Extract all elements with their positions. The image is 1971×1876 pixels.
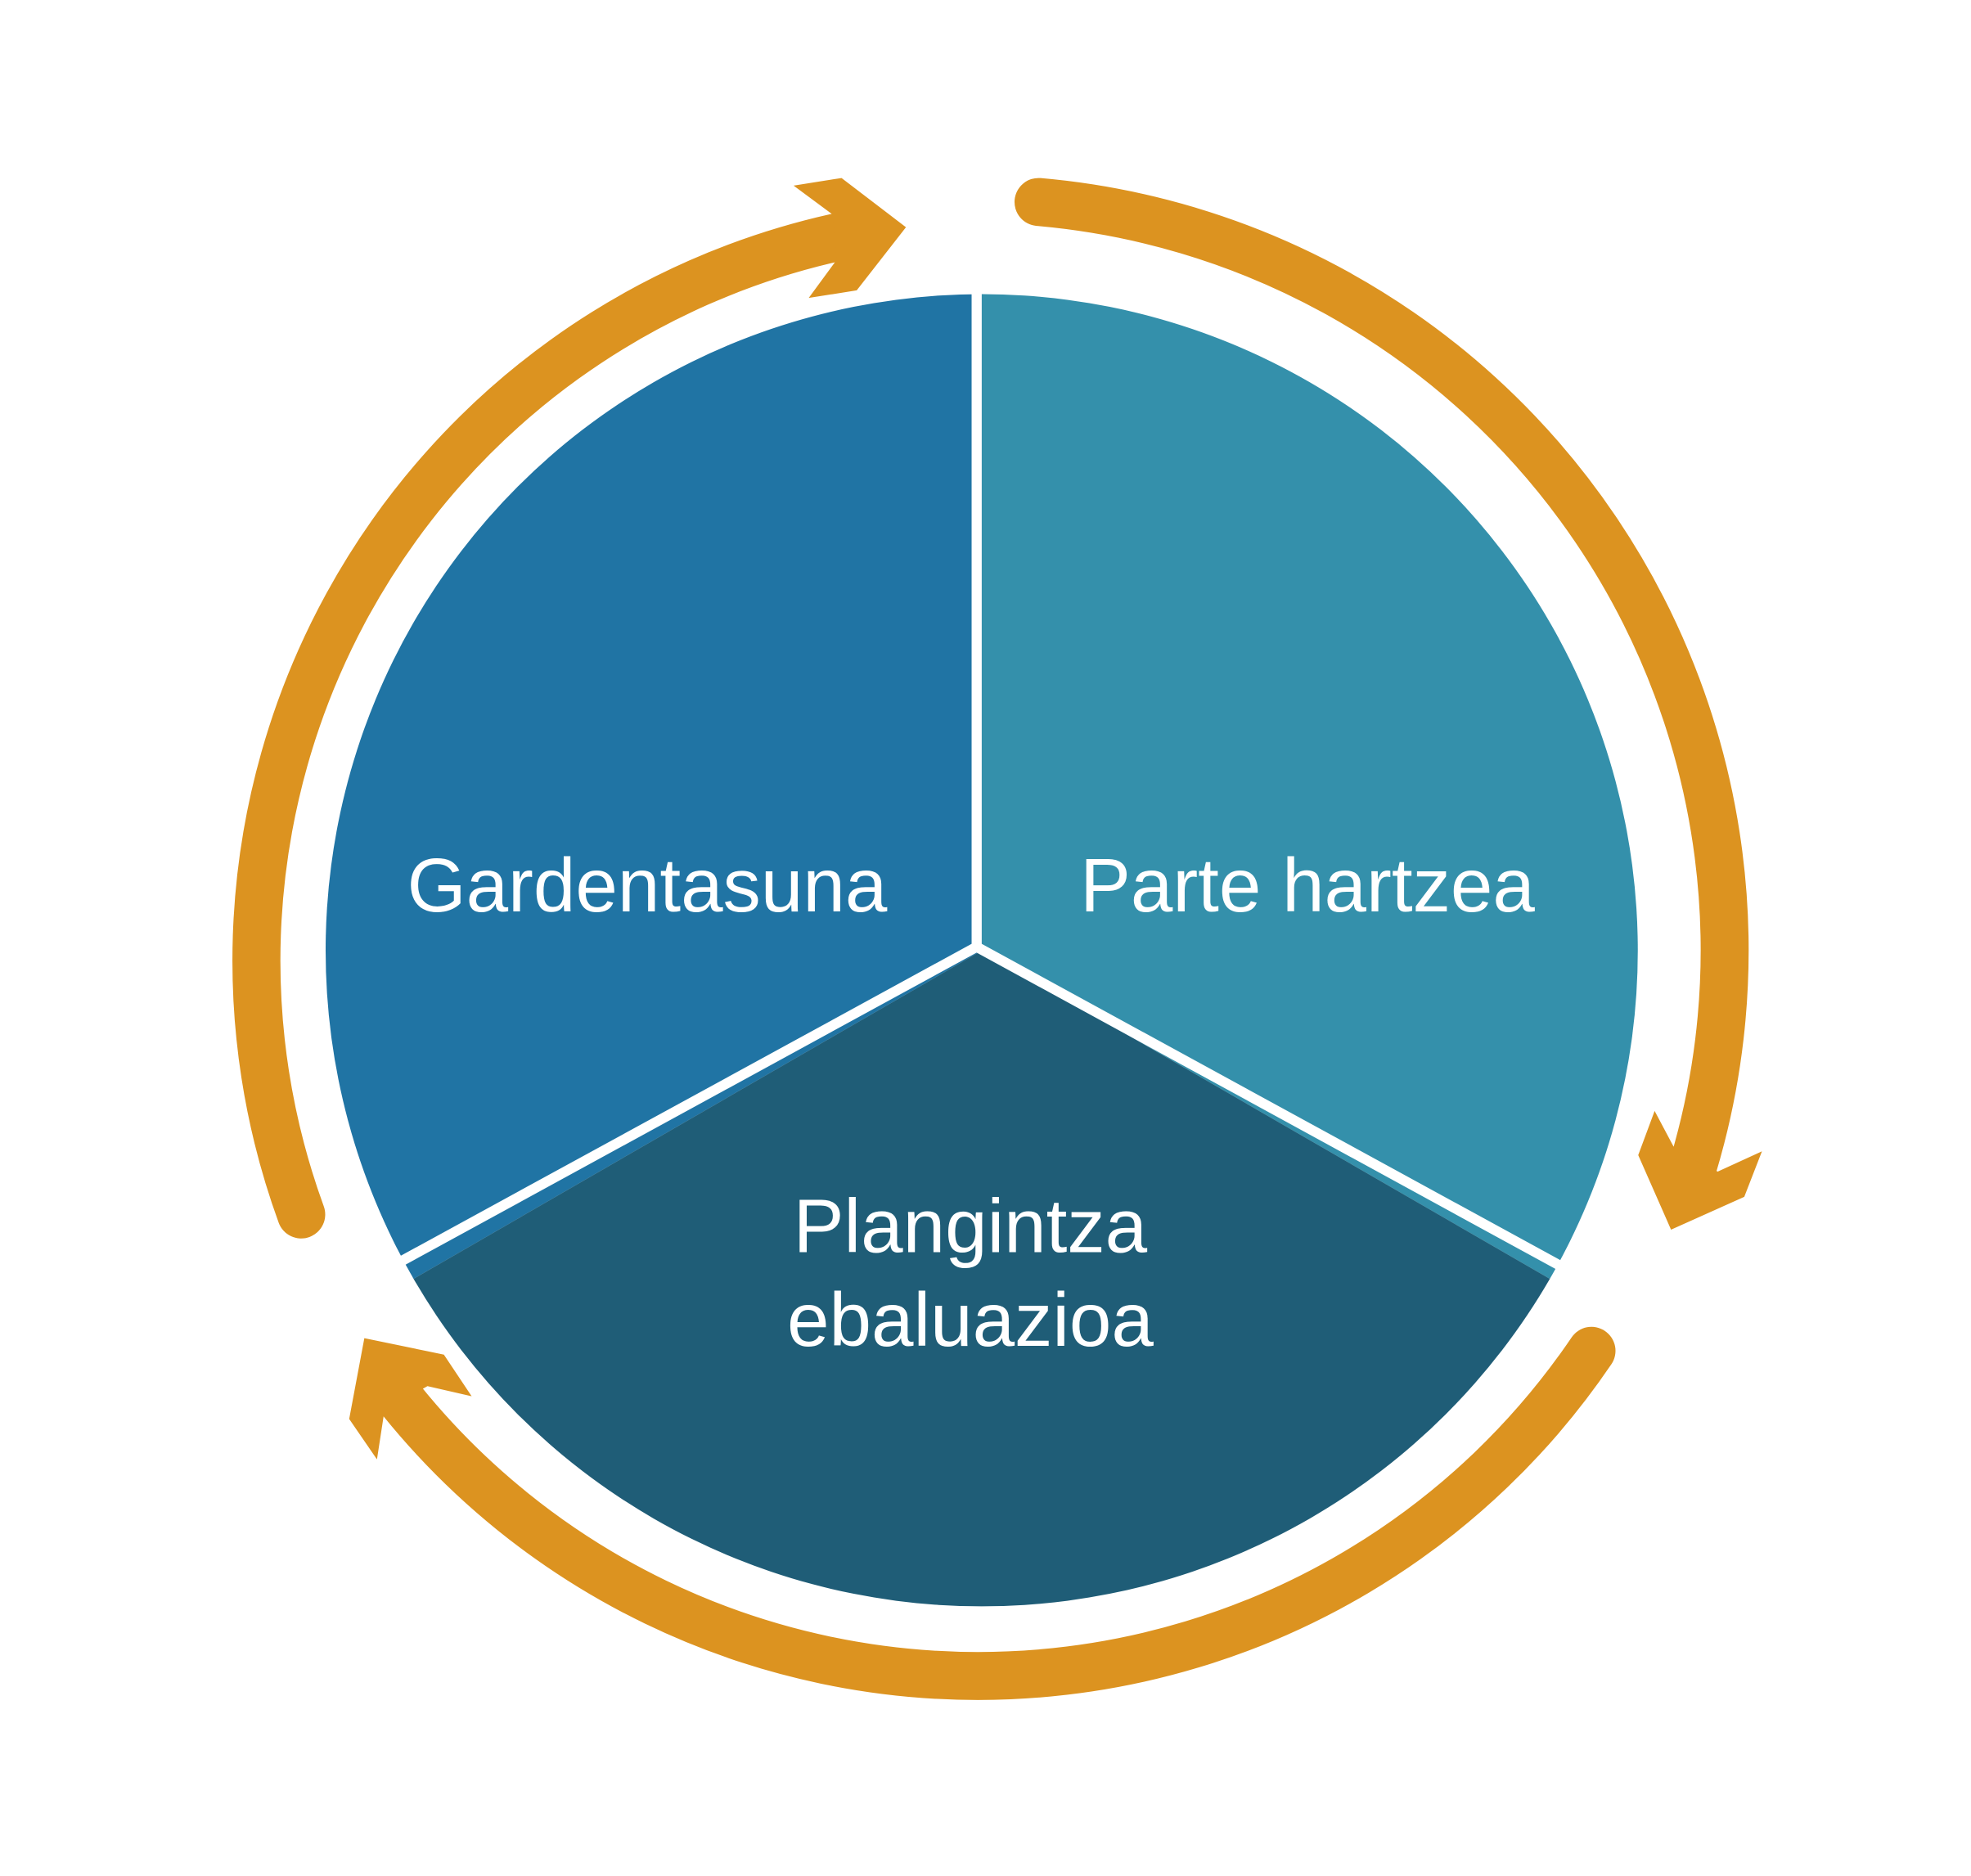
- divider-left: [389, 942, 979, 1271]
- arrowhead-right-icon: [1638, 1110, 1762, 1230]
- segment-plangintza-ebaluazioa: [413, 950, 1550, 1607]
- label-plangintza: Plangintza: [794, 1184, 1148, 1269]
- arrow-arc-left: [232, 213, 861, 1239]
- arrow-arc-right: [1014, 178, 1749, 1192]
- divider-right: [974, 942, 1575, 1277]
- arrowhead-top-icon: [793, 178, 907, 299]
- label-ebaluazioa: ebaluazioa: [787, 1277, 1154, 1362]
- segment-parte-hartzea: [981, 294, 1638, 1280]
- label-parte-hartzea: Parte hartzea: [1080, 843, 1535, 928]
- label-gardentasuna: Gardentasuna: [407, 843, 888, 928]
- arrowhead-bottom-left-icon: [349, 1338, 472, 1460]
- arrow-arc-bottom: [378, 1326, 1616, 1700]
- segment-dividers: [389, 277, 1575, 1277]
